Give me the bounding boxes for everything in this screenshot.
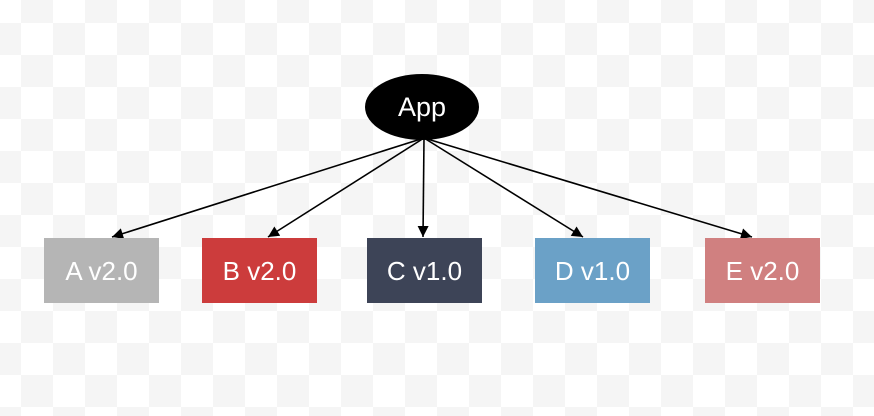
node-e: E v2.0 — [705, 238, 820, 303]
node-c: C v1.0 — [367, 238, 482, 303]
node-a-label: A v2.0 — [65, 255, 138, 286]
edge-app-to-c — [417, 137, 429, 238]
node-b-label: B v2.0 — [222, 255, 297, 286]
node-c-label: C v1.0 — [386, 255, 463, 286]
edge-app-to-d — [423, 137, 584, 238]
node-a: A v2.0 — [44, 238, 159, 303]
node-d-label: D v1.0 — [554, 255, 631, 286]
node-d: D v1.0 — [535, 238, 650, 303]
node-app-label: App — [397, 91, 447, 122]
edge-app-to-a — [111, 137, 425, 239]
edge-app-to-b — [267, 137, 425, 238]
node-e-label: E v2.0 — [725, 255, 800, 286]
node-app: App — [365, 74, 479, 140]
node-b: B v2.0 — [202, 238, 317, 303]
edge-app-to-e — [423, 137, 753, 240]
